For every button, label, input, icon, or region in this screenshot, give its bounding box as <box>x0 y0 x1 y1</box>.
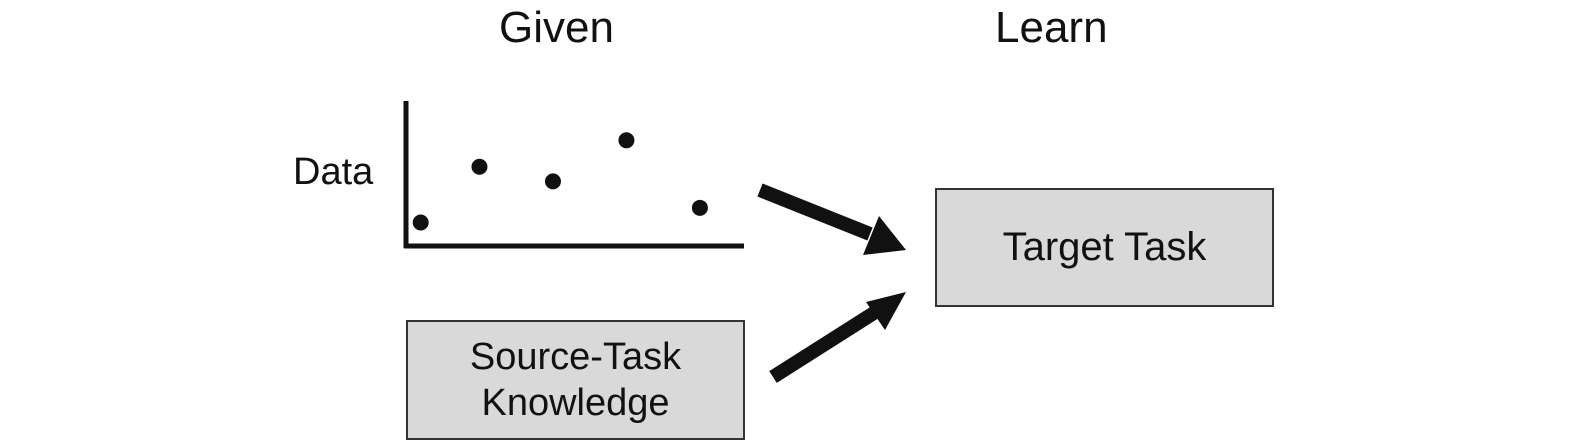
source-to-target-arrow <box>769 292 906 383</box>
source-task-label-line1: Source-Task <box>469 336 682 378</box>
data-point-1 <box>412 214 429 231</box>
data-points <box>412 132 708 231</box>
given-heading: Given <box>499 3 614 52</box>
data-point-5 <box>691 199 708 216</box>
data-point-2 <box>471 158 488 175</box>
source-task-knowledge-box: Source-Task Knowledge <box>406 320 745 440</box>
source-task-label-line2: Knowledge <box>481 382 670 424</box>
data-point-4 <box>618 132 635 149</box>
target-task-box: Target Task <box>935 188 1274 307</box>
target-task-label: Target Task <box>1002 225 1207 269</box>
data-point-3 <box>544 173 561 190</box>
data-to-target-arrow <box>757 183 906 255</box>
data-plot-axes <box>403 101 744 249</box>
data-label: Data <box>293 151 374 193</box>
learn-heading: Learn <box>995 3 1108 52</box>
